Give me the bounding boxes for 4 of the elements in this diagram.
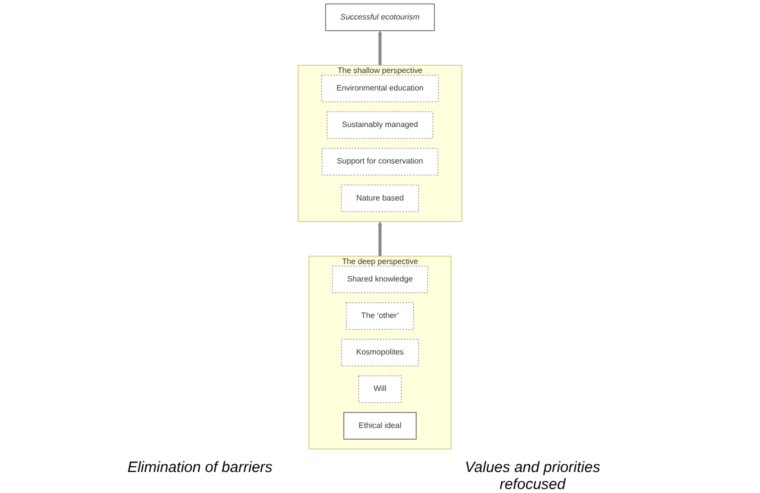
- arrow: [378, 30, 382, 66]
- arrow-caption: Values and priorities refocused: [464, 459, 602, 493]
- arrow-caption: Elimination of barriers: [127, 459, 273, 478]
- arrow: [378, 221, 382, 256]
